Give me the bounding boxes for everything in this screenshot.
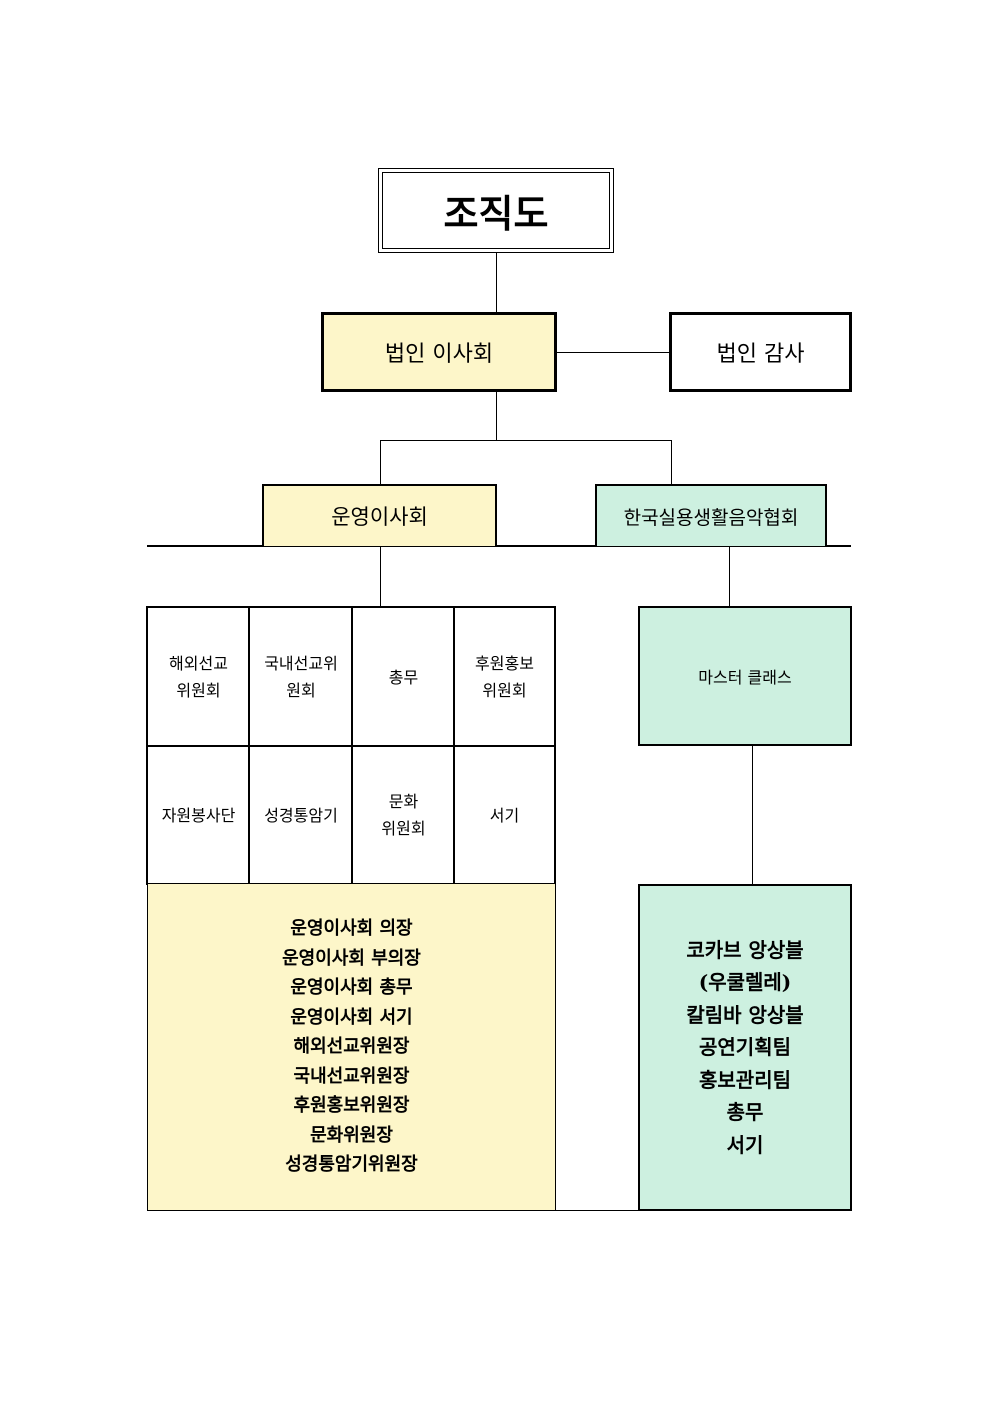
list-item: 후원홍보위원장 xyxy=(293,1095,410,1117)
committee-line: 성경통암기 xyxy=(264,805,338,825)
list-item: 문화위원장 xyxy=(310,1124,393,1146)
connector-operating-down xyxy=(380,547,381,606)
page-title: 조직도 xyxy=(382,172,610,249)
association-label: 한국실용생활음악협회 xyxy=(623,506,799,529)
committee-cell: 총무 xyxy=(353,608,454,746)
committee-line: 후원홍보 xyxy=(475,654,534,673)
committee-line: 문화 xyxy=(388,792,419,811)
list-item: 성경통암기위원장 xyxy=(285,1154,418,1176)
committee-line: 총무 xyxy=(388,667,419,687)
list-item: 국내선교위원장 xyxy=(293,1065,410,1087)
master-class-box: 마스터 클래스 xyxy=(638,606,852,746)
committee-cell: 성경통암기 xyxy=(250,747,352,883)
connector-branch-left xyxy=(380,440,381,484)
list-item: 해외선교위원장 xyxy=(293,1036,410,1058)
board-of-directors-label: 법인 이사회 xyxy=(384,342,494,367)
committee-line: 자원봉사단 xyxy=(161,805,236,825)
operating-members-box: 운영이사회 의장 운영이사회 부의장 운영이사회 총무 운영이사회 서기 해외선… xyxy=(147,884,556,1211)
association-box: 한국실용생활음악협회 xyxy=(595,484,827,546)
connector-bottom-link xyxy=(556,1210,638,1211)
committee-line: 위원회 xyxy=(482,681,527,700)
connector-board-audit xyxy=(557,352,669,353)
title-box: 조직도 xyxy=(378,168,614,253)
committee-cell: 서기 xyxy=(455,747,554,883)
list-item: 운영이사회 서기 xyxy=(290,1006,413,1028)
connector-branch-right xyxy=(671,440,672,484)
connector-association-down xyxy=(729,547,730,606)
list-item: 공연기획팀 xyxy=(699,1035,791,1060)
connector-master-ensemble xyxy=(752,746,753,884)
list-item: 운영이사회 총무 xyxy=(290,977,413,999)
connector-title-board xyxy=(496,253,497,312)
committee-line: 서기 xyxy=(489,805,520,825)
committee-line: 위원회 xyxy=(176,681,221,700)
auditor-label: 법인 감사 xyxy=(716,342,805,367)
board-of-directors-box: 법인 이사회 xyxy=(321,312,557,392)
list-item: 운영이사회 의장 xyxy=(290,918,413,940)
connector-branch-horizontal xyxy=(380,440,672,441)
list-item: 서기 xyxy=(726,1132,764,1157)
grid-divider-h xyxy=(148,745,554,747)
operating-board-box: 운영이사회 xyxy=(262,484,497,546)
connector-board-down xyxy=(496,392,497,440)
list-item: 코카브 앙상블 xyxy=(686,937,804,962)
operating-board-label: 운영이사회 xyxy=(331,505,428,529)
committee-line: 국내선교위 xyxy=(264,654,338,673)
list-item: 칼림바 앙상블 xyxy=(686,1002,804,1027)
committee-cell: 자원봉사단 xyxy=(148,747,249,883)
list-item: 총무 xyxy=(726,1100,764,1125)
committee-line: 위원회 xyxy=(381,819,426,838)
divider-line xyxy=(147,545,851,547)
ensemble-box: 코카브 앙상블 (우쿨렐레) 칼림바 앙상블 공연기획팀 홍보관리팀 총무 서기 xyxy=(638,884,852,1211)
list-item: 운영이사회 부의장 xyxy=(282,947,421,969)
list-item: 홍보관리팀 xyxy=(699,1067,791,1092)
committee-line: 원회 xyxy=(286,681,316,700)
master-class-label: 마스터 클래스 xyxy=(698,668,792,687)
auditor-box: 법인 감사 xyxy=(669,312,852,392)
committee-line: 해외선교 xyxy=(169,654,228,673)
list-item: (우쿨렐레) xyxy=(698,970,792,995)
